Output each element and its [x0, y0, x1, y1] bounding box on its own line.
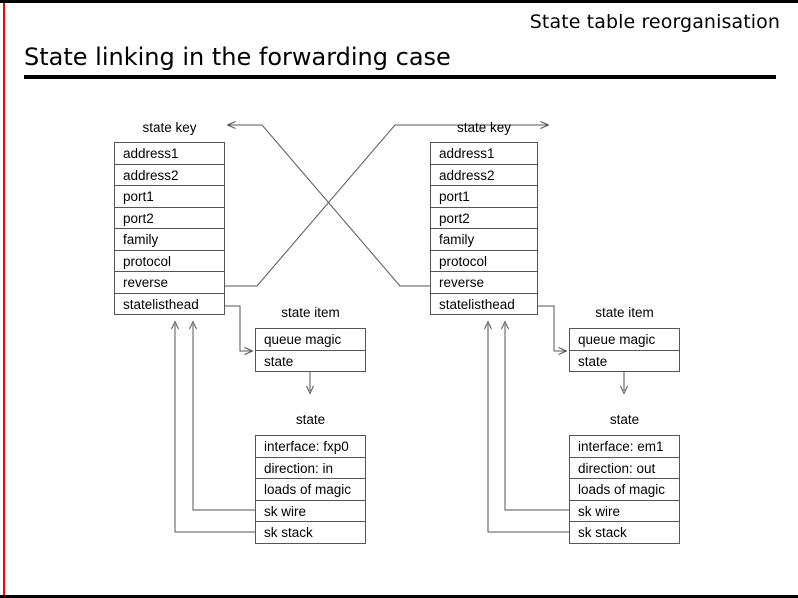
field-row: family [115, 229, 224, 251]
field-row: address2 [431, 165, 537, 186]
field-row: sk wire [570, 501, 679, 522]
field-row: address1 [115, 143, 224, 165]
edge-item-left-to-state-left [306, 371, 314, 395]
node-caption-state-right: state [609, 412, 640, 427]
field-row: queue magic [570, 329, 679, 351]
field-row: address2 [115, 165, 224, 186]
field-row: statelisthead [115, 294, 224, 315]
field-row: loads of magic [256, 479, 365, 501]
red-accent-rail [3, 3, 5, 595]
field-row: port2 [431, 208, 537, 229]
field-row: direction: out [570, 458, 679, 479]
edge-reverse-right-to-left-key [228, 125, 430, 287]
field-row: state [256, 351, 365, 372]
edge-skstack-right-up [484, 320, 569, 533]
field-row: interface: em1 [570, 436, 679, 458]
field-row: protocol [431, 251, 537, 272]
field-row: sk stack [570, 522, 679, 544]
node-caption-state-item-right: state item [595, 305, 654, 320]
edge-statelisthead-right-to-item [538, 305, 566, 351]
field-row: interface: fxp0 [256, 436, 365, 458]
node-caption-state-key-left: state key [142, 120, 197, 135]
edge-skwire-left-up [189, 320, 255, 511]
field-row: port2 [115, 208, 224, 229]
node-caption-state-left: state [295, 412, 326, 427]
field-row: statelisthead [431, 294, 537, 315]
field-row: family [431, 229, 537, 251]
field-row: protocol [115, 251, 224, 272]
node-caption-state-key-right: state key [456, 120, 512, 135]
edge-statelisthead-left-to-item [225, 305, 252, 351]
title-underline-rule [24, 75, 776, 79]
field-row: direction: in [256, 458, 365, 479]
edge-item-right-to-state-right [620, 371, 628, 395]
edge-skwire-right-up [501, 320, 569, 511]
field-row: loads of magic [570, 479, 679, 501]
field-row: address1 [431, 143, 537, 165]
page-title: State linking in the forwarding case [24, 43, 451, 71]
slide-subtitle: State table reorganisation [529, 11, 780, 33]
field-row: queue magic [256, 329, 365, 351]
field-row: port1 [431, 186, 537, 208]
edge-skstack-left-up [171, 320, 255, 533]
field-row: reverse [115, 272, 224, 294]
node-caption-state-item-left: state item [281, 305, 340, 320]
field-row: reverse [431, 272, 537, 294]
field-row: state [570, 351, 679, 372]
field-row: sk wire [256, 501, 365, 522]
field-row: sk stack [256, 522, 365, 544]
field-row: port1 [115, 186, 224, 208]
